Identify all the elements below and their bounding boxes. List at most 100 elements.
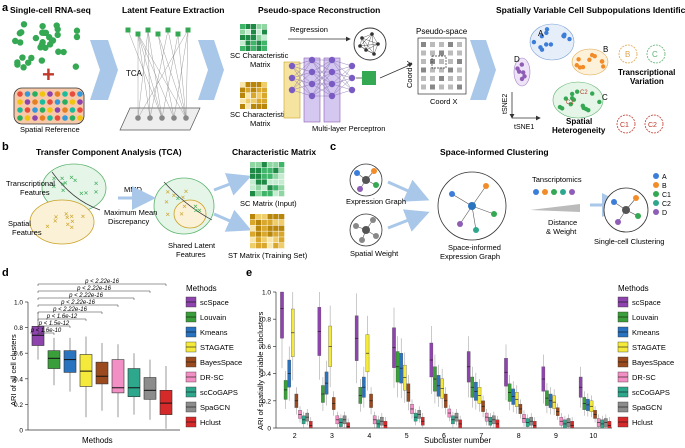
tca-bottom-node xyxy=(135,115,141,121)
cluster-a-cell xyxy=(544,27,550,32)
tca-edge xyxy=(137,33,151,119)
clustering-graph-node xyxy=(635,213,641,219)
pseudo-space-grid xyxy=(417,37,467,95)
transcriptional-features-2: Features xyxy=(20,188,50,197)
transcriptional-feature-mark: ✕ xyxy=(60,182,65,188)
legend-d-title: Methods xyxy=(186,284,217,293)
mlp-edge xyxy=(311,71,333,97)
tanscriptomics-dot xyxy=(551,189,557,195)
matrix-cell xyxy=(273,237,279,243)
cluster-c-cell xyxy=(568,101,573,107)
matrix-cell xyxy=(250,237,256,243)
pseudo-space-cell xyxy=(421,84,426,90)
matrix-cell xyxy=(262,24,267,29)
legend-d: scSpaceLouvainKmeansSTAGATEBayesSpaceDR-… xyxy=(185,296,242,428)
matrix-cell xyxy=(245,98,251,104)
e-box-Hclust xyxy=(309,421,313,429)
spatial-features-1: Spatial xyxy=(8,219,31,228)
spatial-spot xyxy=(62,115,68,121)
matrix-cell xyxy=(251,35,256,40)
pseudo-space-cell xyxy=(421,42,426,47)
matrix-cell xyxy=(267,191,273,197)
legend-label-scSpace: scSpace xyxy=(200,298,229,307)
transcriptional-feature-mark: ✕ xyxy=(61,189,66,195)
cluster-b-cell xyxy=(587,57,592,62)
matrix-cell xyxy=(279,237,285,243)
mlp-node xyxy=(348,74,356,82)
matrix-cell xyxy=(256,87,262,93)
cluster-a-cell xyxy=(538,45,543,50)
matrix-cell xyxy=(255,173,262,179)
spatial-spot xyxy=(32,107,38,113)
matrix-cell xyxy=(267,173,273,179)
panel-e-xtick-label: 9 xyxy=(554,433,558,440)
matrix-cell xyxy=(250,225,256,231)
panel-e-ytick-label: 1.0 xyxy=(262,290,271,297)
pseudo-space-cell xyxy=(421,50,426,56)
sc-cell-dot xyxy=(73,33,81,41)
mlp-edge xyxy=(331,59,353,67)
spatial-spot xyxy=(32,115,38,121)
legend-label-STAGATE: STAGATE xyxy=(200,343,234,352)
matrix-cell xyxy=(273,214,279,220)
inline-label-c2: C2 xyxy=(580,90,588,96)
clustering-graph-node xyxy=(633,195,639,201)
shared-latent-inner xyxy=(173,199,207,229)
sc-matrix-green xyxy=(240,24,267,51)
pvalue-bracket xyxy=(37,283,167,286)
matrix-cell xyxy=(251,104,256,109)
matrix-cell xyxy=(250,179,256,185)
spatial-heterogeneity-1: Spatial xyxy=(566,117,592,126)
matrix-cell xyxy=(261,219,267,226)
e-box-Hclust xyxy=(533,421,537,429)
spatial-heterogeneity-2: Heterogeneity xyxy=(552,126,606,135)
mlp-edge xyxy=(311,83,333,97)
tca-edge xyxy=(137,33,163,119)
sc-cell-dot xyxy=(32,34,40,42)
mlp-node xyxy=(348,62,356,70)
transcriptional-feature-mark: ✕ xyxy=(69,176,74,182)
matrix-cell xyxy=(256,40,262,46)
shared-feature-mark: ✕ xyxy=(180,195,185,201)
matrix-cell xyxy=(267,219,273,226)
transcriptional-variation-1: Transcriptional xyxy=(618,68,675,77)
spatial-spot xyxy=(39,99,46,105)
clustering-legend-label: C1 xyxy=(662,192,671,199)
spatial-spot xyxy=(69,91,76,97)
sc-cell-dot xyxy=(19,54,26,61)
matrix-cell xyxy=(255,162,262,168)
sc-cell-dot xyxy=(28,54,35,62)
heterogeneity-label-c1: C1 xyxy=(620,122,629,129)
sc-matrix-2-line2: Matrix xyxy=(250,119,271,128)
matrix-cell xyxy=(267,167,273,174)
cluster-b-cell xyxy=(580,64,586,70)
spatial-spot xyxy=(47,91,53,97)
space-informed-graph-node xyxy=(491,211,497,217)
cluster-c-cell xyxy=(569,91,575,97)
tca-edge xyxy=(185,29,189,119)
tca-edge xyxy=(173,29,189,119)
regression-node xyxy=(376,42,380,46)
distance-weight-2: & Weight xyxy=(546,227,577,236)
transcriptional-feature-mark: ✕ xyxy=(73,179,78,185)
pseudo-space-cell xyxy=(439,84,444,90)
matrix-cell xyxy=(255,225,262,231)
matrix-cell xyxy=(256,104,262,109)
matrix-cell xyxy=(240,24,245,29)
mlp-node xyxy=(328,56,336,64)
matrix-cell xyxy=(262,82,267,87)
sc-cell-dot xyxy=(18,29,25,36)
matrix-cell xyxy=(255,179,262,185)
regression-node xyxy=(364,48,368,52)
regression-edge xyxy=(361,37,379,45)
mlp-node xyxy=(288,62,296,70)
clustering-graph-node xyxy=(615,219,621,225)
plus-sign: + xyxy=(42,62,55,87)
transcriptional-feature-mark: ✕ xyxy=(51,185,56,191)
box-SpaGCN xyxy=(143,377,157,400)
tca-edge xyxy=(157,33,175,119)
matrix-cell xyxy=(267,237,273,243)
panel-a-letter: a xyxy=(2,2,9,14)
mlp-node xyxy=(308,68,316,76)
matrix-cell xyxy=(250,219,256,226)
